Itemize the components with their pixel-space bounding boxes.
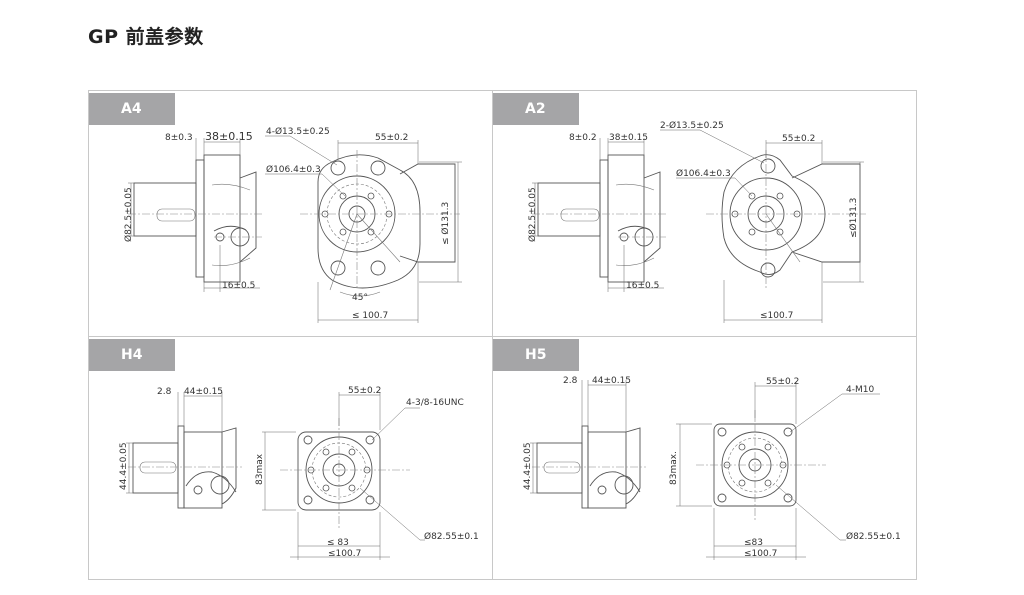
a2-side-view: 8±0.2 38±0.15 16±0.5 Ø82.5±0.05 (527, 133, 666, 292)
a2-front-view: 2-Ø13.5±0.25 Ø106.4±0.3 55±0.2 ≤Ø131.3 ≤… (660, 120, 866, 323)
a4-dim-d6: Ø106.4±0.3 (266, 164, 321, 175)
page-title: GP 前盖参数 (88, 26, 204, 48)
h5-dim-d3: 44.4±0.05 (523, 442, 533, 490)
h4-dim-d3: 44.4±0.05 (119, 442, 129, 490)
drawing-grid (88, 90, 917, 580)
h5-dim-d1: 2.8 (563, 376, 578, 386)
h4-dim-d13: Ø82.55±0.1 (424, 531, 479, 542)
h5-dim-d10: ≤100.7 (744, 549, 777, 559)
a2-dim-d5: 2-Ø13.5±0.25 (660, 120, 724, 131)
tab-a2: A2 (493, 93, 579, 125)
tab-h4: H4 (89, 339, 175, 371)
h5-front-view: 55±0.2 4-M10 83max. ≤83 ≤100.7 Ø82.55±0.… (669, 377, 901, 560)
h5-dim-d5: 4-M10 (846, 385, 874, 395)
a4-dim-d9: 45° (352, 293, 368, 303)
a2-dim-d2: 38±0.15 (609, 133, 648, 143)
h5-dim-d11: 83max. (669, 451, 679, 485)
tab-h5: H5 (493, 339, 579, 371)
a4-dim-d7: 55±0.2 (375, 133, 408, 143)
h4-dim-d7: 55±0.2 (348, 386, 381, 396)
a4-dim-d5: 4-Ø13.5±0.25 (266, 126, 330, 137)
a2-dim-d7: 55±0.2 (782, 134, 815, 144)
h4-dim-d5: 4-3/8-16UNC (406, 398, 464, 408)
h5-dim-d7: 55±0.2 (766, 377, 799, 387)
grid-divider-horizontal (88, 336, 917, 337)
h4-dim-d12: ≤ 83 (327, 538, 349, 548)
a4-dim-d1: 8±0.3 (165, 133, 193, 143)
h4-dim-d2: 44±0.15 (184, 387, 223, 397)
a2-dim-d4: 16±0.5 (626, 281, 659, 291)
grid-divider-vertical (492, 90, 493, 580)
a2-dim-d3: Ø82.5±0.05 (527, 187, 538, 242)
a4-dim-d3: Ø82.5±0.05 (123, 187, 134, 242)
a2-dim-d6: Ø106.4±0.3 (676, 168, 731, 179)
a2-dim-d10: ≤100.7 (760, 311, 793, 321)
a4-dim-d4: 16±0.5 (222, 281, 255, 291)
a4-dim-d8: ≤ Ø131.3 (440, 202, 451, 245)
a2-dim-d1: 8±0.2 (569, 133, 597, 143)
h5-side-view: 2.8 44±0.15 44.4±0.05 (523, 376, 646, 509)
a4-dim-d2: 38±0.15 (205, 130, 253, 143)
h5-dim-d2: 44±0.15 (592, 376, 631, 386)
h4-dim-d11: 83max (255, 453, 265, 485)
h4-front-view: 55±0.2 4-3/8-16UNC 83max ≤ 83 ≤100.7 Ø82… (255, 386, 479, 560)
a2-dim-d8: ≤Ø131.3 (848, 198, 859, 238)
tab-a4: A4 (89, 93, 175, 125)
h5-dim-d13: Ø82.55±0.1 (846, 531, 901, 542)
h4-side-view: 2.8 44±0.15 44.4±0.05 (119, 387, 242, 509)
a4-front-view: 4-Ø13.5±0.25 Ø106.4±0.3 55±0.2 ≤ Ø131.3 … (265, 126, 462, 323)
h4-dim-d10: ≤100.7 (328, 549, 361, 559)
a4-dim-d10: ≤ 100.7 (352, 311, 388, 321)
h4-dim-d1: 2.8 (157, 387, 172, 397)
h5-dim-d12: ≤83 (744, 538, 763, 548)
a4-side-view: 8±0.3 38±0.15 16±0.5 Ø82.5±0.05 (123, 130, 262, 292)
